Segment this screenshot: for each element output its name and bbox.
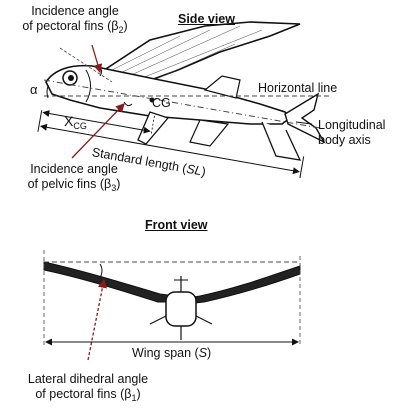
label-pectoral-line1: Incidence angle <box>31 4 119 18</box>
label-xcg: XCG <box>64 113 87 132</box>
label-cg: CG <box>152 96 171 110</box>
label-alpha: α <box>30 82 38 97</box>
label-longitudinal-line1: Longitudinal <box>318 118 386 132</box>
label-pelvic-incidence: Incidence angle of pelvic fins (β3) <box>8 162 140 193</box>
label-dihedral-line2: of pectoral fins (β1) <box>35 387 141 403</box>
cg-marker <box>149 97 155 103</box>
label-pectoral-incidence: Incidence angle of pectoral fins (β2) <box>10 4 140 35</box>
front-view-heading: Front view <box>145 218 208 232</box>
label-dihedral-angle: Lateral dihedral angle of pectoral fins … <box>8 372 168 403</box>
body-cross-section <box>165 291 197 327</box>
standard-length-dimension <box>37 110 305 179</box>
label-dihedral-line1: Lateral dihedral angle <box>27 372 149 386</box>
front-view-fish <box>43 261 301 340</box>
pointer-pectoral <box>91 44 103 74</box>
label-pelvic-line1: Incidence angle <box>30 162 118 176</box>
pointer-dihedral <box>87 278 107 361</box>
label-longitudinal-line2: body axis <box>318 133 371 147</box>
pectoral-fin <box>89 21 301 85</box>
label-horizontal-line: Horizontal line <box>258 81 338 95</box>
label-longitudinal-axis: Longitudinal body axis <box>318 118 385 148</box>
label-pectoral-line2: of pectoral fins (β2) <box>22 19 128 35</box>
label-pelvic-line2: of pelvic fins (β3) <box>27 177 121 193</box>
side-view-heading: Side view <box>178 12 235 26</box>
pointer-pelvic <box>71 103 125 159</box>
left-wing <box>43 261 177 303</box>
right-wing <box>185 265 301 305</box>
pelvic-fin <box>137 111 170 145</box>
label-wingspan: Wing span (S) <box>132 346 212 360</box>
